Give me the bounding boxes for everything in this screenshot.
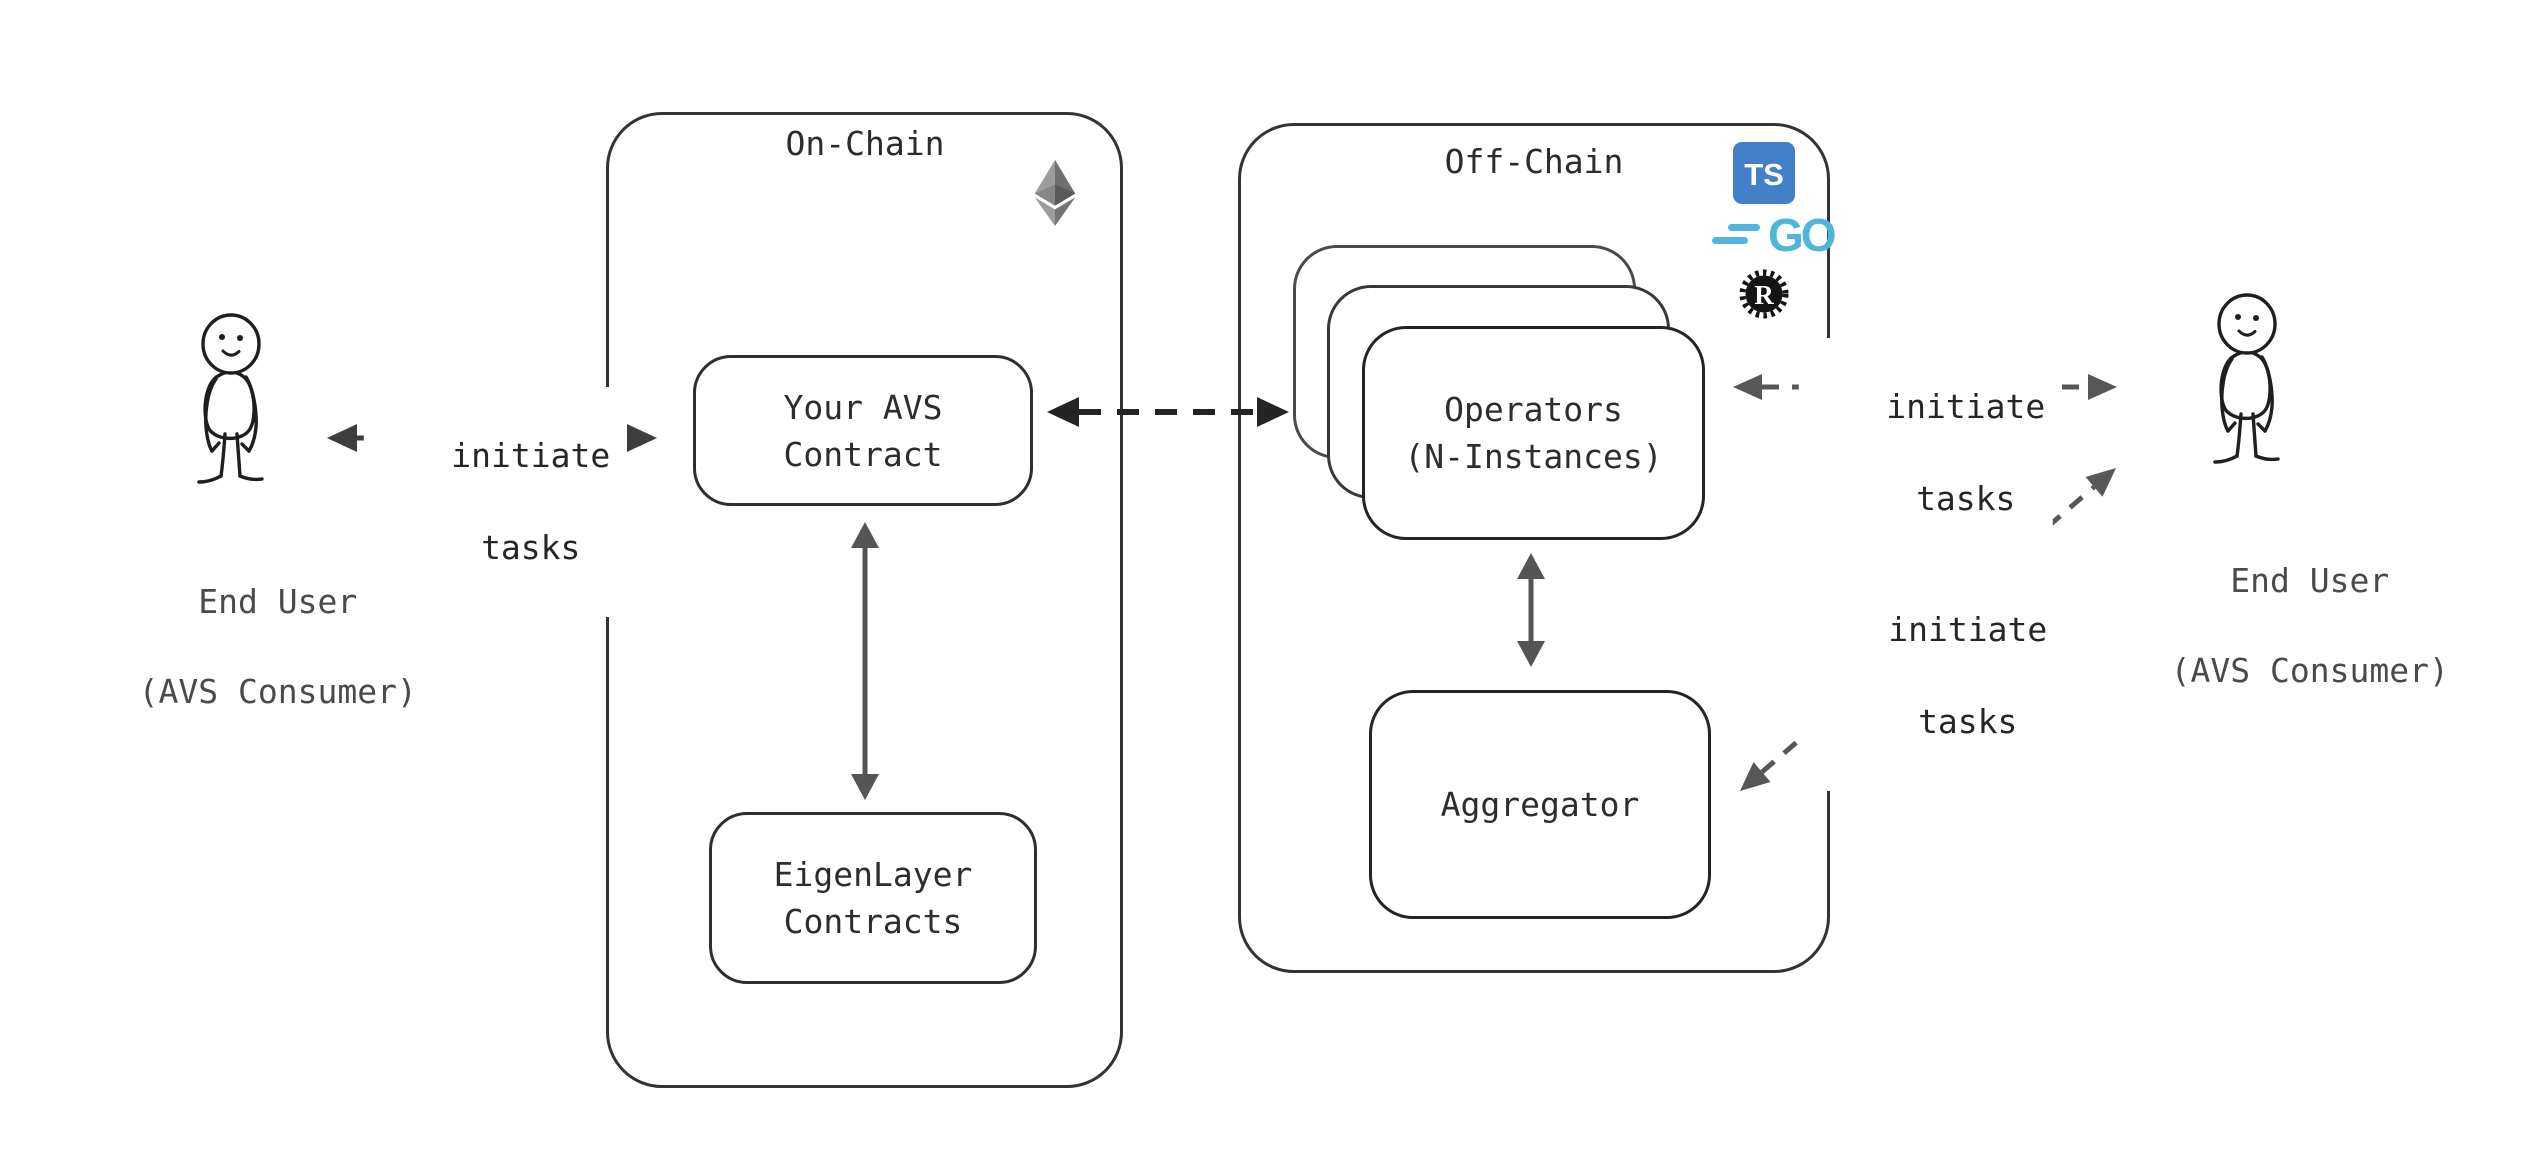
eye: [2235, 314, 2241, 320]
smile: [2237, 329, 2257, 337]
left-hand: [2226, 421, 2237, 433]
go-speed-lines: [1712, 224, 1760, 244]
head: [2217, 293, 2277, 355]
operators-line2: (N-Instances): [1404, 437, 1663, 476]
head: [201, 313, 261, 375]
end-user-right-figure-icon: [2213, 293, 2280, 464]
eye: [219, 334, 225, 340]
eigenlayer-contracts-node: EigenLayer Contracts: [709, 812, 1037, 984]
aggregator-node: Aggregator: [1369, 690, 1711, 919]
right-foot: [238, 474, 264, 482]
initiate-tasks-right-line1: initiate: [1886, 387, 2046, 426]
go-icon: GO: [1710, 209, 1837, 261]
end-user-right-label: End User (AVS Consumer): [2091, 513, 2449, 738]
initiate-tasks-label-right: initiate tasks: [1798, 338, 2054, 568]
right-leg: [235, 432, 242, 478]
your-avs-contract-line1: Your AVS: [783, 387, 943, 427]
right-arm: [2260, 355, 2274, 433]
offchain-zone-title: Off-Chain: [1444, 142, 1624, 181]
operators-line1: Operators: [1444, 390, 1623, 429]
operators-node: Operators (N-Instances): [1362, 326, 1705, 540]
your-avs-contract-node: Your AVS Contract: [693, 355, 1033, 506]
end-user-left-label-line1: End User: [198, 582, 358, 621]
right-foot: [2254, 454, 2280, 462]
your-avs-contract-line2: Contract: [783, 434, 943, 474]
left-leg: [2235, 412, 2243, 458]
initiate-tasks-left-line1: initiate: [451, 436, 611, 475]
left-leg: [219, 432, 227, 478]
initiate-tasks-label-left: initiate tasks: [363, 387, 619, 617]
go-icon-label: GO: [1768, 209, 1837, 261]
left-hand: [210, 441, 221, 453]
eigenlayer-contracts-line1: EigenLayer: [773, 855, 973, 894]
initiate-tasks-left-line2: tasks: [481, 528, 581, 567]
eye: [237, 335, 243, 341]
right-hand: [2256, 422, 2267, 433]
end-user-left-figure-icon: [197, 313, 264, 484]
typescript-icon-label: TS: [1744, 157, 1784, 192]
end-user-left-label-line2: (AVS Consumer): [138, 672, 417, 711]
initiate-tasks-diag-line2: tasks: [1918, 702, 2018, 741]
end-user-right-label-line2: (AVS Consumer): [2170, 651, 2449, 690]
eigenlayer-contracts-line2: Contracts: [783, 902, 963, 941]
left-arm: [2220, 357, 2234, 433]
aggregator-label: Aggregator: [1440, 785, 1640, 824]
left-arm: [204, 377, 218, 453]
eye: [2253, 315, 2259, 321]
arrow-operators-aggregator: [1517, 553, 1545, 667]
left-foot: [197, 474, 223, 484]
onchain-zone-title: On-Chain: [785, 124, 945, 163]
initiate-tasks-diag-line1: initiate: [1888, 610, 2048, 649]
left-foot: [2213, 454, 2239, 464]
right-arm: [244, 375, 258, 453]
initiate-tasks-right-line2: tasks: [1916, 479, 2016, 518]
right-leg: [2251, 412, 2258, 458]
end-user-right-label-line1: End User: [2230, 561, 2390, 600]
initiate-tasks-label-diagonal: initiate tasks: [1800, 561, 2056, 791]
arrow-avs-eigenlayer: [851, 522, 879, 800]
right-hand: [240, 442, 251, 453]
smile: [221, 349, 241, 357]
arrow-avs-operators: [1047, 397, 1289, 427]
rust-icon-label: R: [1754, 280, 1774, 310]
end-user-left-label: End User (AVS Consumer): [59, 534, 417, 759]
ethereum-icon: [1034, 160, 1076, 226]
typescript-icon: TS: [1733, 142, 1795, 204]
rust-icon: R: [1739, 269, 1789, 319]
